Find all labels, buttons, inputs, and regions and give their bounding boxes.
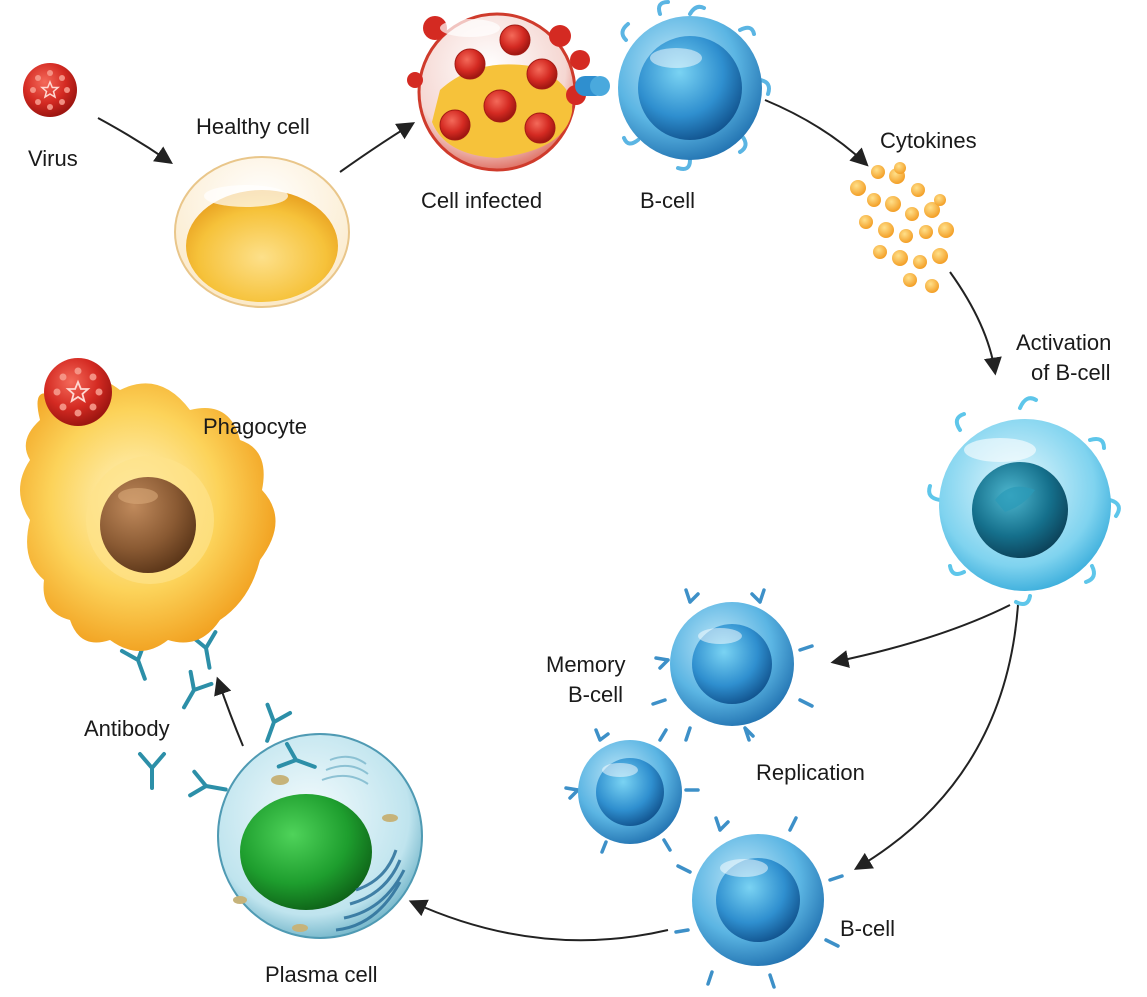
replicated-b-cell xyxy=(566,730,698,852)
label-healthy-cell: Healthy cell xyxy=(196,114,310,140)
virus-particle xyxy=(23,63,77,117)
label-activation-line2: of B-cell xyxy=(1031,360,1110,386)
activated-b-cell xyxy=(929,398,1119,604)
label-antibody: Antibody xyxy=(84,716,170,742)
label-activation-line1: Activation xyxy=(1016,330,1111,356)
label-plasma-cell: Plasma cell xyxy=(265,962,377,988)
label-phagocyte: Phagocyte xyxy=(203,414,307,440)
label-b-cell-top: B-cell xyxy=(640,188,695,214)
label-virus: Virus xyxy=(28,146,78,172)
label-b-cell-bottom: B-cell xyxy=(840,916,895,942)
arrow-bcell-to-plasma xyxy=(412,902,668,940)
receptor-link xyxy=(575,76,610,96)
arrow-cytokines-to-activation xyxy=(950,272,995,372)
label-memory-line2: B-cell xyxy=(568,682,623,708)
memory-b-cell xyxy=(653,590,812,740)
b-cell-bottom xyxy=(676,818,842,987)
label-cytokines: Cytokines xyxy=(880,128,977,154)
label-memory-line1: Memory xyxy=(546,652,625,678)
b-cell-top xyxy=(618,2,769,169)
arrow-plasma-to-phagocyte xyxy=(218,680,243,746)
arrow-bcell-to-cytokines xyxy=(765,100,866,164)
plasma-cell xyxy=(218,734,422,938)
label-replication: Replication xyxy=(756,760,865,786)
arrow-healthy-to-infected xyxy=(340,124,412,172)
label-cell-infected: Cell infected xyxy=(421,188,542,214)
infected-cell xyxy=(407,14,590,170)
cytokine-cluster xyxy=(850,162,954,293)
arrow-activation-to-bcell xyxy=(857,605,1018,868)
arrow-virus-to-healthy xyxy=(98,118,170,162)
healthy-cell xyxy=(175,157,349,307)
virus-on-phagocyte xyxy=(44,358,112,426)
arrow-activation-to-memory xyxy=(834,605,1010,662)
